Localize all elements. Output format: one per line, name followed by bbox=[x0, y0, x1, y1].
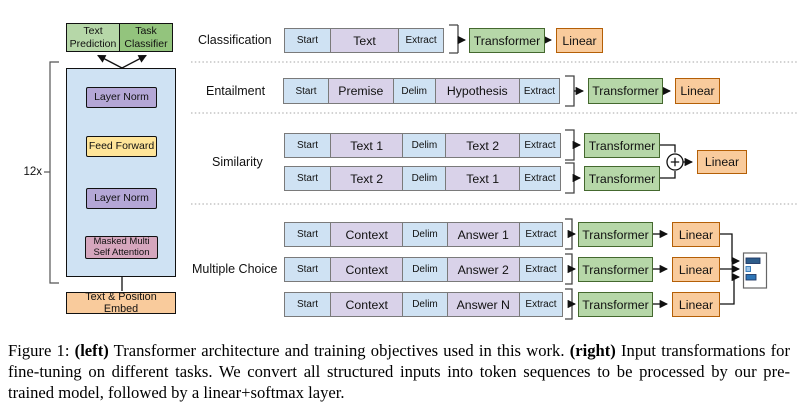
token-extract: Extract bbox=[518, 223, 563, 246]
sum-icon bbox=[666, 153, 684, 171]
token-text2: Text 2 bbox=[445, 134, 519, 157]
token-text: Text bbox=[329, 29, 399, 52]
figure-caption: Figure 1: (left) Transformer architectur… bbox=[8, 341, 790, 404]
token-sequence-multiple-choice-2: Start Context Delim Answer 2 Extract bbox=[284, 257, 563, 282]
linear-box-entailment: Linear bbox=[675, 78, 720, 104]
token-delim: Delim bbox=[402, 134, 446, 157]
token-sequence-multiple-choice-1: Start Context Delim Answer 1 Extract bbox=[284, 222, 563, 247]
token-answer1: Answer 1 bbox=[446, 223, 519, 246]
token-extract: Extract bbox=[518, 79, 560, 103]
layer-norm-top-block: Layer Norm bbox=[86, 87, 157, 108]
token-sequence-similarity-1: Start Text 1 Delim Text 2 Extract bbox=[284, 133, 561, 158]
transformer-box-multiple-choice-1: Transformer bbox=[578, 222, 653, 247]
masked-attention-block: Masked Multi Self Attention bbox=[85, 236, 158, 259]
token-extract: Extract bbox=[518, 167, 560, 190]
layer-norm-bottom-block: Layer Norm bbox=[86, 188, 157, 209]
token-sequence-classification: Start Text Extract bbox=[284, 28, 444, 53]
token-extract: Extract bbox=[518, 293, 563, 316]
caption-right-text: Input transformations for fine-tuning on… bbox=[8, 341, 790, 402]
section-label-entailment: Entailment bbox=[206, 84, 266, 98]
token-extract: Extract bbox=[518, 258, 563, 281]
token-text1: Text 1 bbox=[330, 134, 403, 157]
caption-left-text: Transformer architecture and training ob… bbox=[108, 341, 570, 360]
caption-right-tag: (right) bbox=[569, 341, 616, 360]
token-sequence-similarity-2: Start Text 2 Delim Text 1 Extract bbox=[284, 166, 561, 191]
token-delim: Delim bbox=[402, 258, 447, 281]
token-start: Start bbox=[285, 258, 331, 281]
caption-left-tag: (left) bbox=[74, 341, 109, 360]
linear-box-multiple-choice-3: Linear bbox=[672, 292, 720, 317]
token-context: Context bbox=[330, 223, 403, 246]
transformer-box-similarity-1: Transformer bbox=[584, 133, 660, 158]
token-text1: Text 1 bbox=[445, 167, 519, 190]
diagram-area: Text Prediction Task Classifier Layer No… bbox=[23, 23, 797, 320]
token-start: Start bbox=[285, 223, 331, 246]
linear-box-classification: Linear bbox=[556, 28, 603, 53]
token-start: Start bbox=[285, 134, 330, 157]
token-premise: Premise bbox=[328, 79, 393, 103]
caption-figure-number: Figure 1: bbox=[8, 341, 75, 360]
task-classifier-head: Task Classifier bbox=[119, 24, 172, 51]
linear-box-similarity: Linear bbox=[697, 150, 747, 174]
token-delim: Delim bbox=[402, 293, 447, 316]
token-answer2: Answer 2 bbox=[446, 258, 519, 281]
token-sequence-multiple-choice-3: Start Context Delim Answer N Extract bbox=[284, 292, 563, 317]
token-extract: Extract bbox=[398, 29, 443, 52]
token-text2: Text 2 bbox=[330, 167, 403, 190]
token-context: Context bbox=[330, 293, 403, 316]
repeat-bracket bbox=[44, 61, 59, 284]
repeat-count-label: 12x bbox=[23, 166, 42, 178]
transformer-box-classification: Transformer bbox=[469, 28, 545, 53]
token-sequence-entailment: Start Premise Delim Hypothesis Extract bbox=[283, 78, 560, 104]
token-extract: Extract bbox=[518, 134, 560, 157]
transformer-box-similarity-2: Transformer bbox=[584, 166, 660, 191]
token-hypothesis: Hypothesis bbox=[434, 79, 519, 103]
section-label-classification: Classification bbox=[198, 33, 272, 47]
softmax-output-bars-icon bbox=[742, 252, 768, 289]
linear-box-multiple-choice-1: Linear bbox=[672, 222, 720, 247]
embedding-block: Text & Position Embed bbox=[66, 291, 176, 315]
output-heads: Text Prediction Task Classifier bbox=[66, 23, 173, 52]
feed-forward-block: Feed Forward bbox=[86, 136, 157, 157]
token-start: Start bbox=[285, 29, 330, 52]
token-start: Start bbox=[285, 293, 331, 316]
transformer-box-multiple-choice-3: Transformer bbox=[578, 292, 653, 317]
token-start: Start bbox=[285, 167, 330, 190]
token-delim: Delim bbox=[392, 79, 435, 103]
linear-box-multiple-choice-2: Linear bbox=[672, 257, 720, 282]
token-context: Context bbox=[330, 258, 403, 281]
transformer-box-multiple-choice-2: Transformer bbox=[578, 257, 653, 282]
token-delim: Delim bbox=[402, 167, 446, 190]
section-label-similarity: Similarity bbox=[212, 155, 263, 169]
section-label-multiple-choice: Multiple Choice bbox=[192, 262, 278, 276]
token-answerN: Answer N bbox=[446, 293, 519, 316]
token-start: Start bbox=[284, 79, 329, 103]
transformer-box-entailment: Transformer bbox=[588, 78, 663, 104]
token-delim: Delim bbox=[402, 223, 447, 246]
text-prediction-head: Text Prediction bbox=[69, 25, 117, 50]
